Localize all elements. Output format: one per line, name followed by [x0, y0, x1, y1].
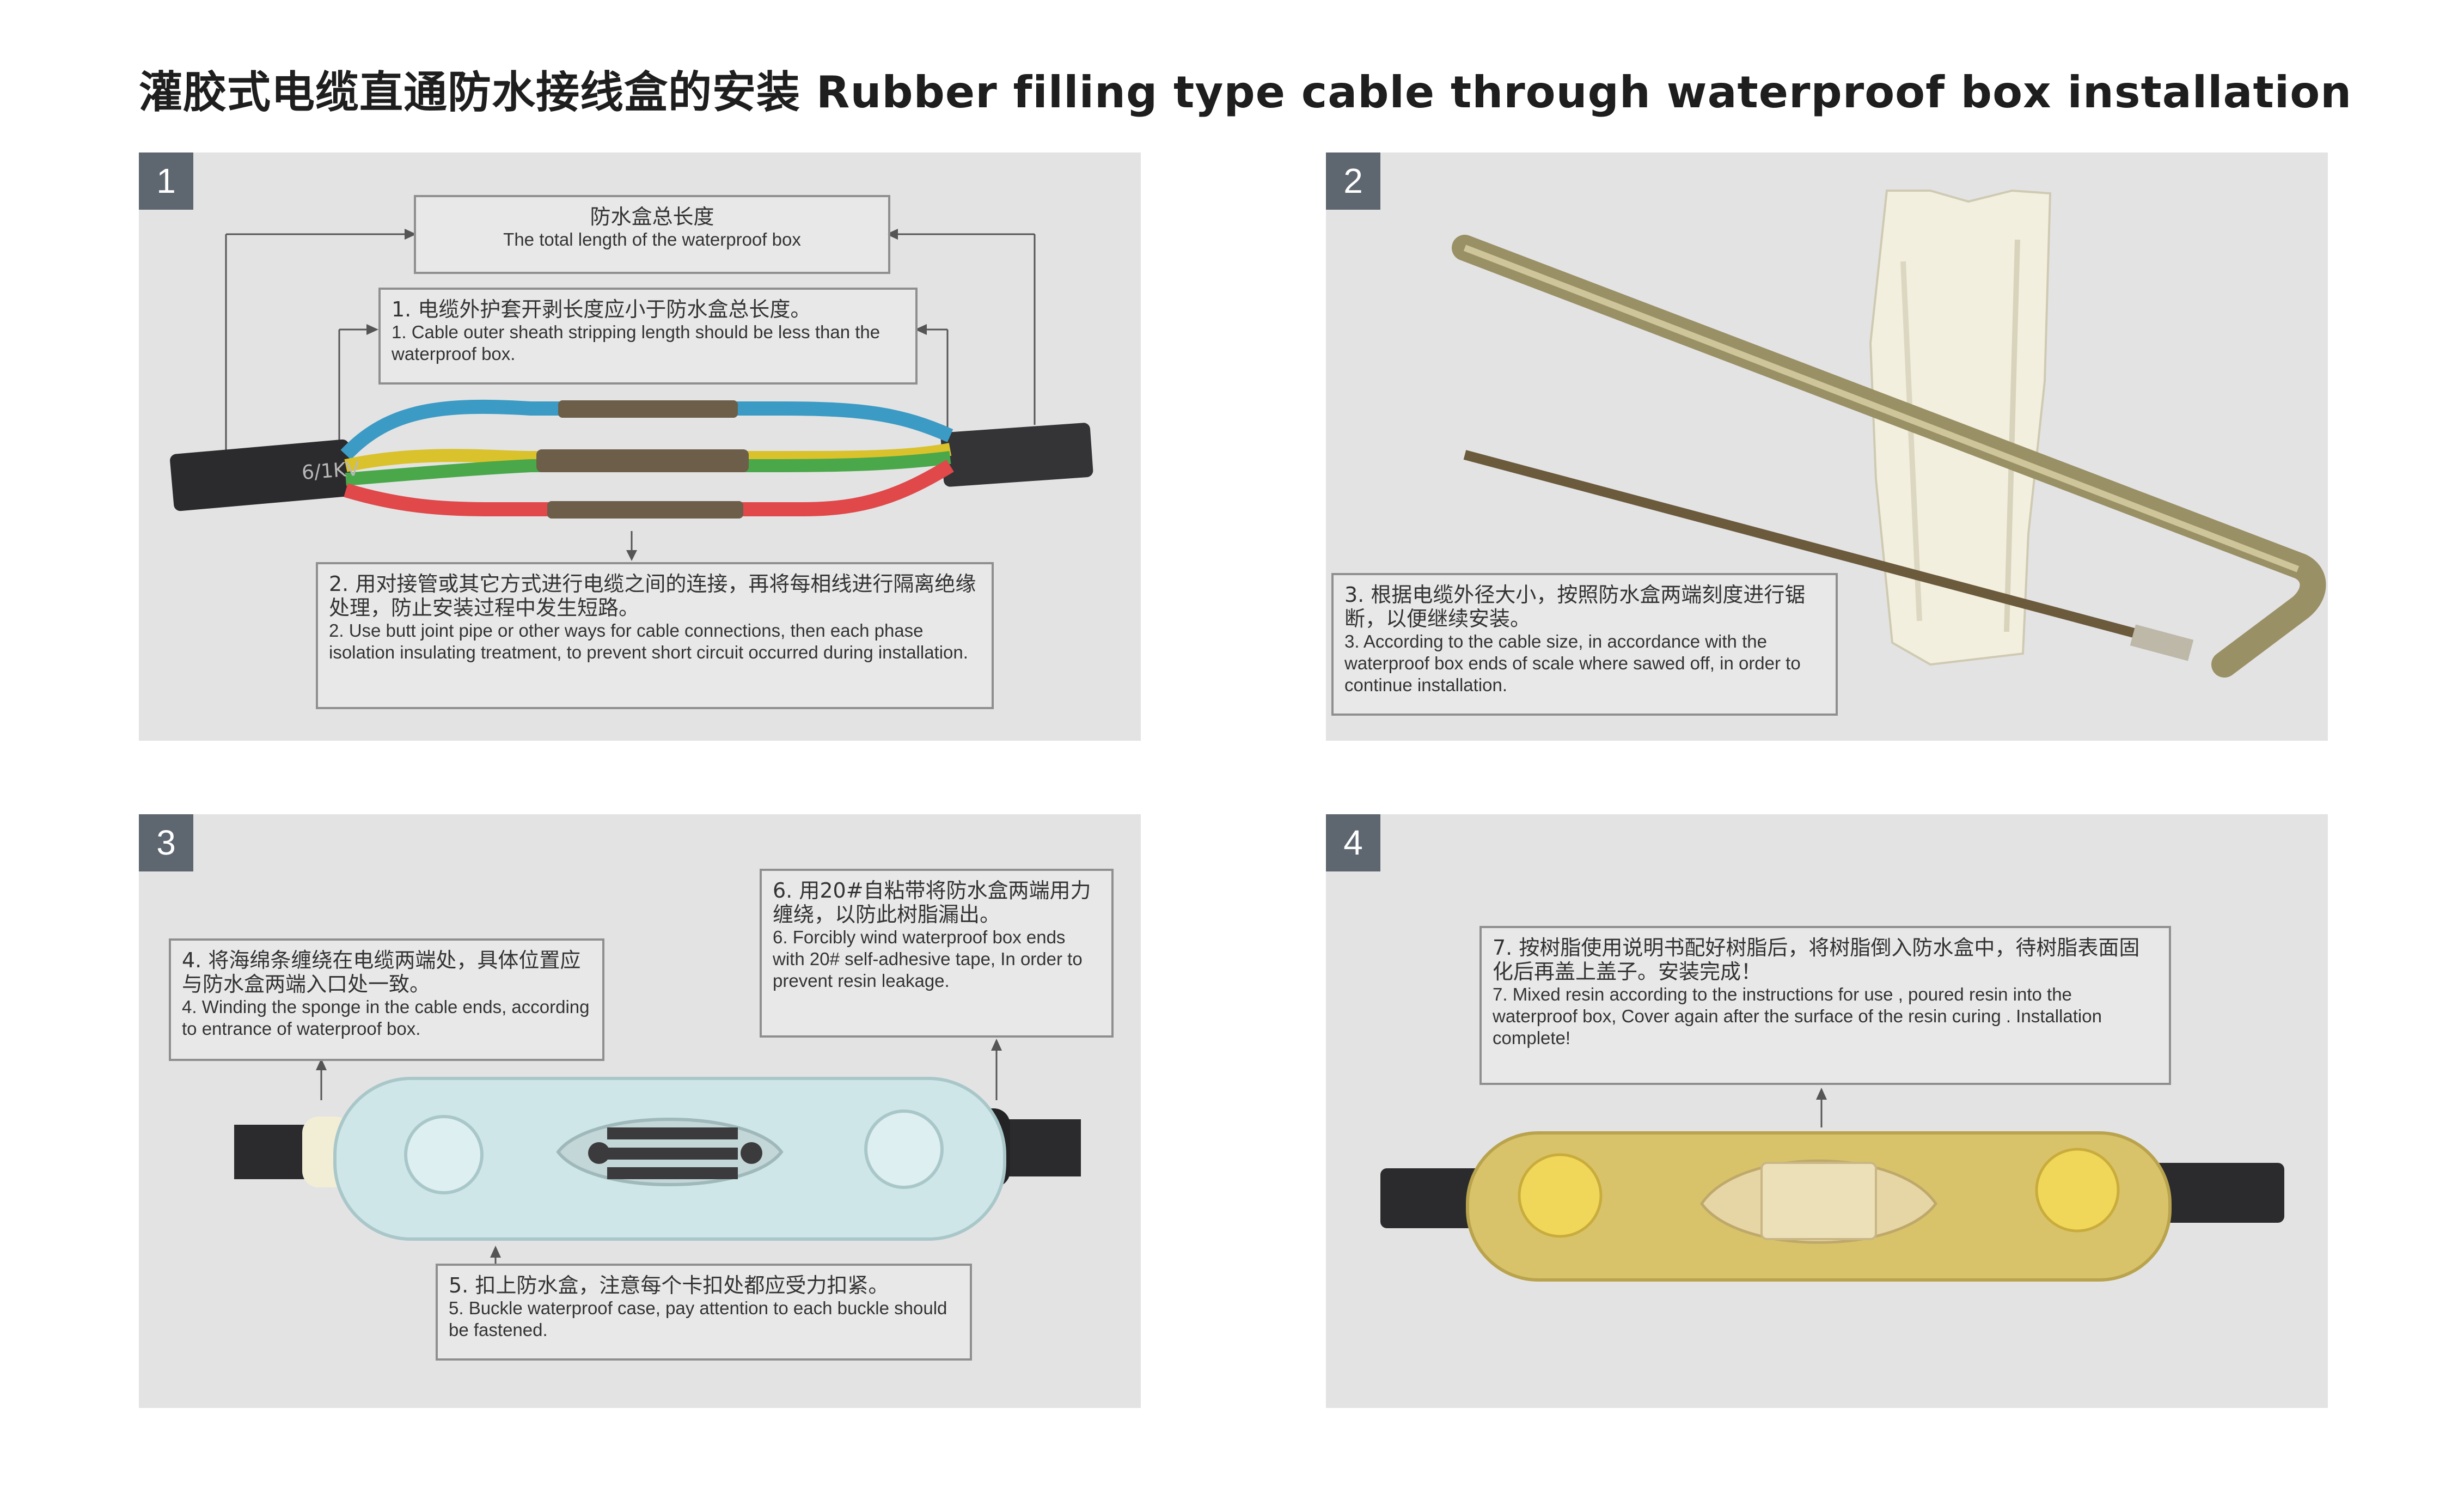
- callout-zh: 7. 按树脂使用说明书配好树脂后，将树脂倒入防水盒中，待树脂表面固化后再盖上盖子…: [1493, 936, 2140, 984]
- callout-zh: 6. 用20#自粘带将防水盒两端用力缠绕，以防此树脂漏出。: [773, 879, 1091, 926]
- step-number-badge: 1: [139, 153, 193, 210]
- sponge-callout: 4. 将海绵条缠绕在电缆两端处，具体位置应与防水盒两端入口处一致。 4. Win…: [169, 938, 604, 1061]
- wire-connection-callout: 2. 用对接管或其它方式进行电缆之间的连接，再将每相线进行隔离绝缘处理，防止安装…: [316, 562, 994, 709]
- callout-zh: 4. 将海绵条缠绕在电缆两端处，具体位置应与防水盒两端入口处一致。: [182, 948, 581, 996]
- step-4-panel: 4 7. 按树脂使用说明书配好树脂后，将树脂倒入防水盒中，待树脂表面固化后再盖上…: [1326, 814, 2328, 1408]
- callout-zh: 防水盒总长度: [590, 205, 714, 229]
- assembled-box-illustration: [234, 1039, 1081, 1266]
- callout-en: 5. Buckle waterproof case, pay attention…: [449, 1298, 947, 1340]
- callout-en: 1. Cable outer sheath stripping length s…: [392, 322, 881, 364]
- step-1-panel: 6/1KV 1 防水盒总长度 The total length of the w…: [139, 153, 1141, 741]
- callout-en: 4. Winding the sponge in the cable ends,…: [182, 997, 590, 1039]
- callout-zh: 5. 扣上防水盒，注意每个卡扣处都应受力扣紧。: [449, 1273, 889, 1297]
- step-number-badge: 4: [1326, 814, 1380, 871]
- step-2-panel: 2 3. 根据电缆外径大小，按照防水盒两端刻度进行锯断，以便继续安装。 3. A…: [1326, 153, 2328, 741]
- sawing-callout: 3. 根据电缆外径大小，按照防水盒两端刻度进行锯断，以便继续安装。 3. Acc…: [1331, 573, 1838, 716]
- stripping-length-callout: 1. 电缆外护套开剥长度应小于防水盒总长度。 1. Cable outer sh…: [378, 288, 918, 385]
- step-number-badge: 2: [1326, 153, 1380, 210]
- callout-zh: 3. 根据电缆外径大小，按照防水盒两端刻度进行锯断，以便继续安装。: [1344, 583, 1806, 631]
- step-3-panel: 3 4. 将海绵条缠绕在电缆两端处，具体位置应与防水盒两端入口处一致。 4. W…: [139, 814, 1141, 1408]
- callout-zh: 2. 用对接管或其它方式进行电缆之间的连接，再将每相线进行隔离绝缘处理，防止安装…: [329, 572, 976, 620]
- hacksaw-cutting-illustration: [1452, 189, 2326, 678]
- callout-en: 3. According to the cable size, in accor…: [1344, 631, 1801, 695]
- callout-en: 7. Mixed resin according to the instruct…: [1493, 984, 2102, 1048]
- resin-filled-box-illustration: [1380, 1088, 2284, 1282]
- cable-joint-illustration: 6/1KV: [170, 229, 1093, 561]
- cable-print-label: 6/1KV: [301, 458, 360, 484]
- page-title: 灌胶式电缆直通防水接线盒的安装 Rubber filling type cabl…: [139, 67, 2352, 118]
- callout-en: 6. Forcibly wind waterproof box ends wit…: [773, 927, 1083, 991]
- callout-zh: 1. 电缆外护套开剥长度应小于防水盒总长度。: [392, 297, 811, 321]
- tape-callout: 6. 用20#自粘带将防水盒两端用力缠绕，以防此树脂漏出。 6. Forcibl…: [760, 869, 1114, 1038]
- callout-en: 2. Use butt joint pipe or other ways for…: [329, 620, 968, 662]
- total-length-callout: 防水盒总长度 The total length of the waterproo…: [414, 195, 890, 274]
- callout-en: The total length of the waterproof box: [503, 229, 801, 249]
- resin-callout: 7. 按树脂使用说明书配好树脂后，将树脂倒入防水盒中，待树脂表面固化后再盖上盖子…: [1479, 926, 2171, 1085]
- step-number-badge: 3: [139, 814, 193, 871]
- buckle-callout: 5. 扣上防水盒，注意每个卡扣处都应受力扣紧。 5. Buckle waterp…: [436, 1264, 972, 1361]
